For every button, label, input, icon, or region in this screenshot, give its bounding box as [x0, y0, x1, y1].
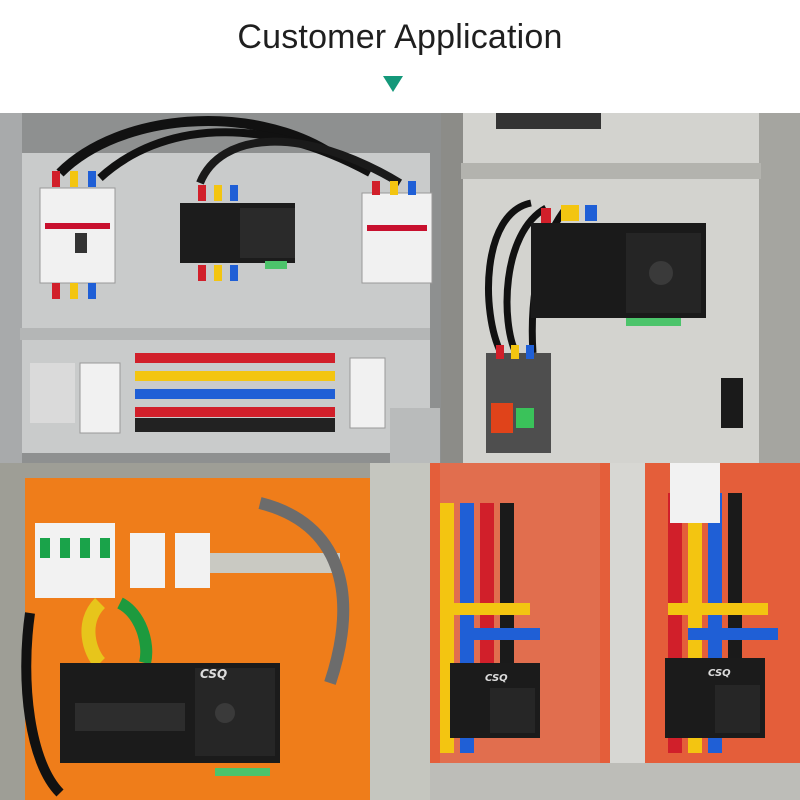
ats-brand-label-right: CSQ — [708, 668, 731, 679]
photo-grey-cabinet — [441, 113, 800, 463]
photo-orange-panel: CSQ — [0, 463, 430, 800]
photo-red-frame-cabinet: CSQ CSQ — [430, 463, 800, 800]
triangle-down-icon — [383, 76, 403, 92]
ats-brand-label: CSQ — [200, 667, 227, 681]
page-title: Customer Application — [237, 18, 563, 56]
photo-main-panel — [0, 113, 441, 463]
header: Customer Application — [0, 0, 800, 113]
ats-brand-label-left: CSQ — [485, 673, 508, 684]
